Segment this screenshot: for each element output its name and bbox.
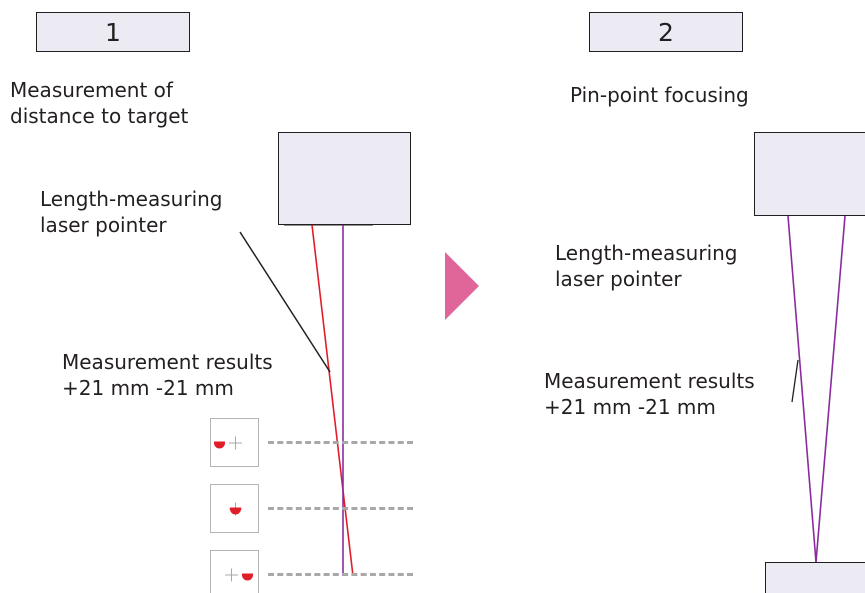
indicator-above-focus [210,418,259,467]
step-2-number: 2 [658,17,674,47]
measurement-results-label-2: Measurement results +21 mm -21 mm [544,369,755,419]
sensor-head-1 [278,132,411,225]
laser-pointer-label-1: Length-measuring laser pointer [40,187,223,237]
step-1-number: 1 [105,17,121,47]
measurement-results-label-1: Measurement results +21 mm -21 mm [62,350,273,400]
focus-beam-2-left [787,215,817,563]
laser-beam-red [311,224,354,577]
crosshair-icon [229,436,242,449]
reference-line-below [268,573,413,576]
crosshair-icon [225,568,238,581]
next-step-arrow-icon [445,252,479,320]
indicator-below-focus [210,550,259,593]
step-2-box: 2 [589,12,743,52]
reference-line-focus [268,507,413,510]
results-leader-line-2 [791,359,799,403]
reference-line-above [268,441,413,444]
step-2-title: Pin-point focusing [570,83,749,107]
focus-beam-2-right [815,215,846,563]
laser-spot-icon [230,499,241,518]
laser-pointer-label-2: Length-measuring laser pointer [555,241,738,291]
laser-leader-line [239,231,331,373]
indicator-in-focus [210,484,259,533]
step-1-title: Measurement of distance to target [10,78,189,128]
target-object-2 [765,562,865,593]
sensor-head-2 [754,132,865,216]
laser-spot-icon [242,565,253,584]
step-1-box: 1 [36,12,190,52]
laser-spot-icon [214,433,225,452]
